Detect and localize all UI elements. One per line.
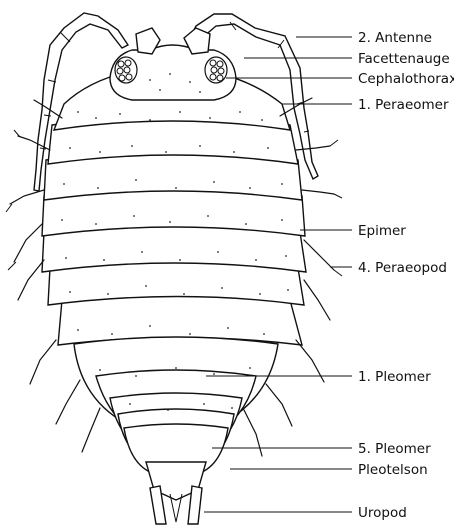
body-segments [42, 66, 306, 345]
label-antenne: 2. Antenne [358, 30, 432, 46]
pleon [74, 337, 278, 524]
label-uropod: Uropod [358, 505, 407, 521]
label-epimer: Epimer [358, 223, 406, 239]
label-pleotelson: Pleotelson [358, 462, 428, 478]
compound-eye-left [115, 57, 137, 83]
label-pleomer-1: 1. Pleomer [358, 369, 431, 385]
cephalothorax [110, 28, 236, 100]
label-facettenauge: Facettenauge [358, 51, 450, 67]
labels: 2. Antenne Facettenauge Cephalothorax 1.… [358, 30, 454, 521]
label-cephalothorax: Cephalothorax [358, 71, 454, 87]
compound-eye-right [205, 57, 227, 83]
label-peraeomer: 1. Peraeomer [358, 97, 449, 113]
label-pleomer-5: 5. Pleomer [358, 441, 431, 457]
label-peraeopod: 4. Peraeopod [358, 260, 447, 276]
